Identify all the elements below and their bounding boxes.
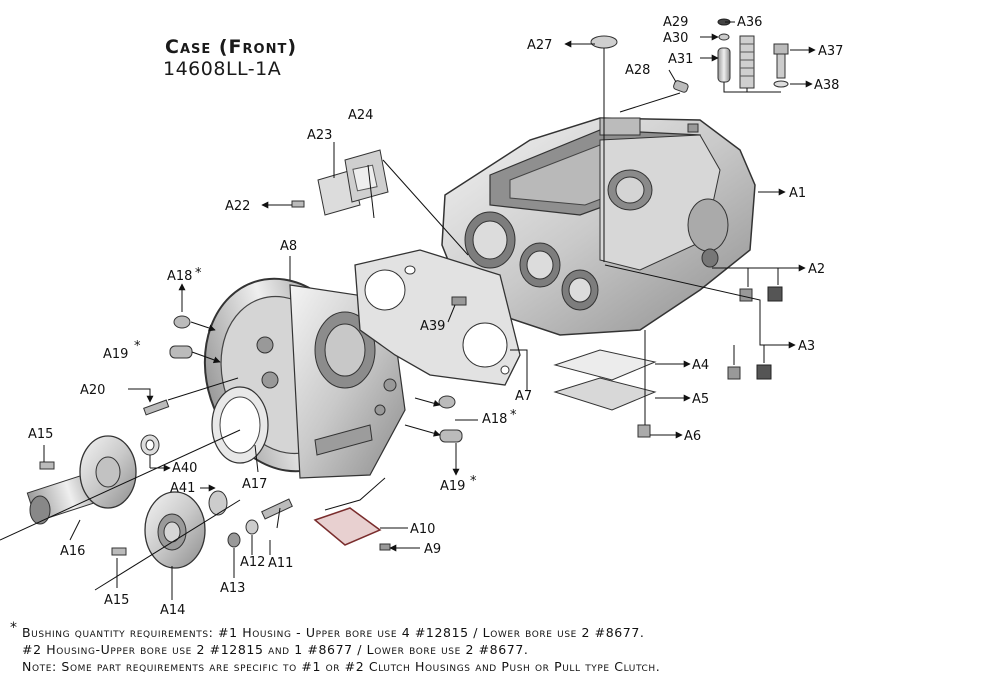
label-A18-right: A18 [482, 412, 507, 427]
label-A18-right-star: * [510, 408, 517, 423]
housing-gasket [354, 249, 521, 386]
label-A31: A31 [668, 52, 693, 67]
note-line-2: #2 Housing-Upper bore use 2 #12815 and 1… [22, 642, 529, 657]
notes-block: * Bushing quantity requirements: #1 Hous… [10, 620, 995, 675]
label-A37: A37 [818, 44, 843, 59]
exploded-parts-diagram: A1 A2 A3 A4 A5 A6 A7 A8 A9 A10 A11 A12 A… [0, 15, 843, 618]
label-A14: A14 [160, 603, 185, 618]
notes-asterisk: * [10, 620, 18, 636]
label-A8: A8 [280, 239, 297, 254]
cover-plates [317, 149, 389, 216]
label-A30: A30 [663, 31, 688, 46]
label-A18-top-star: * [195, 266, 202, 281]
label-A29: A29 [663, 15, 688, 30]
bearing-retainer [26, 435, 137, 525]
label-A7: A7 [515, 389, 532, 404]
label-A1: A1 [789, 186, 806, 201]
label-A19-left: A19 [103, 347, 128, 362]
label-A4: A4 [692, 358, 709, 373]
label-A16: A16 [60, 544, 85, 559]
label-A23: A23 [307, 128, 332, 143]
diagram-title: Case (Front) [165, 36, 298, 58]
note-line-1: Bushing quantity requirements: #1 Housin… [22, 625, 645, 640]
label-A22: A22 [225, 199, 250, 214]
label-A20: A20 [80, 383, 105, 398]
label-A19-right-star: * [470, 474, 477, 489]
label-A27: A27 [527, 38, 552, 53]
front-gasket [211, 386, 269, 464]
label-A5: A5 [692, 392, 709, 407]
leader-lines [0, 21, 816, 600]
label-A18-top: A18 [167, 269, 192, 284]
label-A41: A41 [170, 481, 195, 496]
label-A36: A36 [737, 15, 762, 30]
label-A3: A3 [798, 339, 815, 354]
part-labels: A1 A2 A3 A4 A5 A6 A7 A8 A9 A10 A11 A12 A… [28, 15, 843, 618]
label-A15-top: A15 [28, 427, 53, 442]
label-A2: A2 [808, 262, 825, 277]
label-A12: A12 [240, 555, 265, 570]
label-A13: A13 [220, 581, 245, 596]
label-A39: A39 [420, 319, 445, 334]
label-A11: A11 [268, 556, 293, 571]
note-line-3: Note: Some part requirements are specifi… [22, 659, 661, 674]
label-A28: A28 [625, 63, 650, 78]
small-parts [39, 18, 789, 556]
part-number: 14608LL-1A [163, 58, 282, 80]
label-A19-left-star: * [134, 339, 141, 354]
label-A40: A40 [172, 461, 197, 476]
label-A38: A38 [814, 78, 839, 93]
label-A19-right: A19 [440, 479, 465, 494]
label-A10: A10 [410, 522, 435, 537]
transmission-case [441, 117, 756, 336]
label-A6: A6 [684, 429, 701, 444]
label-A9: A9 [424, 542, 441, 557]
front-flange [144, 491, 206, 569]
label-A24: A24 [348, 108, 373, 123]
label-A17: A17 [242, 477, 267, 492]
label-A15-bottom: A15 [104, 593, 129, 608]
